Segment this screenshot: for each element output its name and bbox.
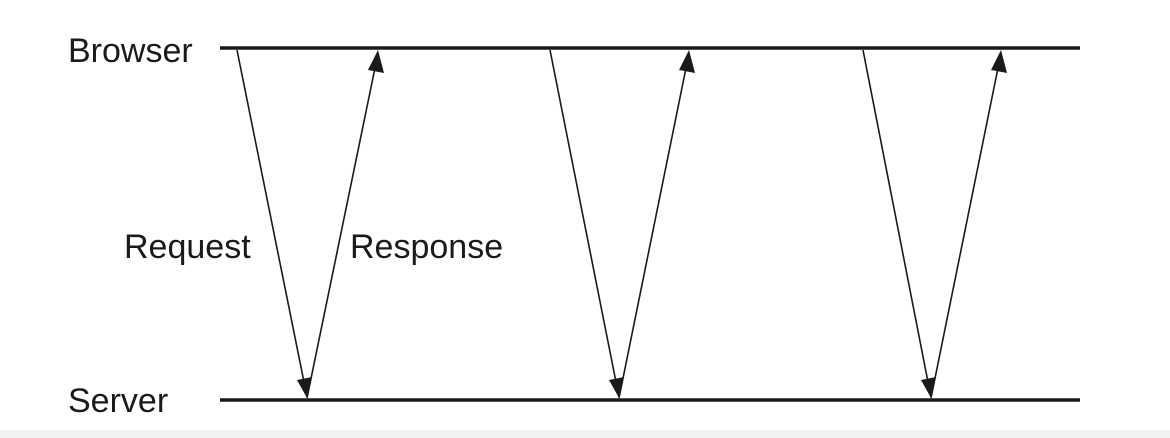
request-arrow xyxy=(862,49,929,383)
response-arrow xyxy=(306,67,376,399)
response-arrow xyxy=(618,67,687,399)
response-arrow xyxy=(930,67,999,399)
exchange-2 xyxy=(549,49,695,399)
exchange-1 xyxy=(236,49,384,399)
response-label: Response xyxy=(350,228,503,266)
response-arrowhead xyxy=(368,50,384,73)
request-arrow xyxy=(236,49,305,383)
browser-label: Browser xyxy=(68,32,193,70)
server-label: Server xyxy=(68,382,168,420)
request-label: Request xyxy=(124,228,251,266)
response-arrowhead xyxy=(679,50,695,73)
exchange-3 xyxy=(862,49,1007,399)
request-arrow xyxy=(549,49,617,383)
bottom-border xyxy=(0,430,1170,438)
response-arrowhead xyxy=(991,50,1007,73)
